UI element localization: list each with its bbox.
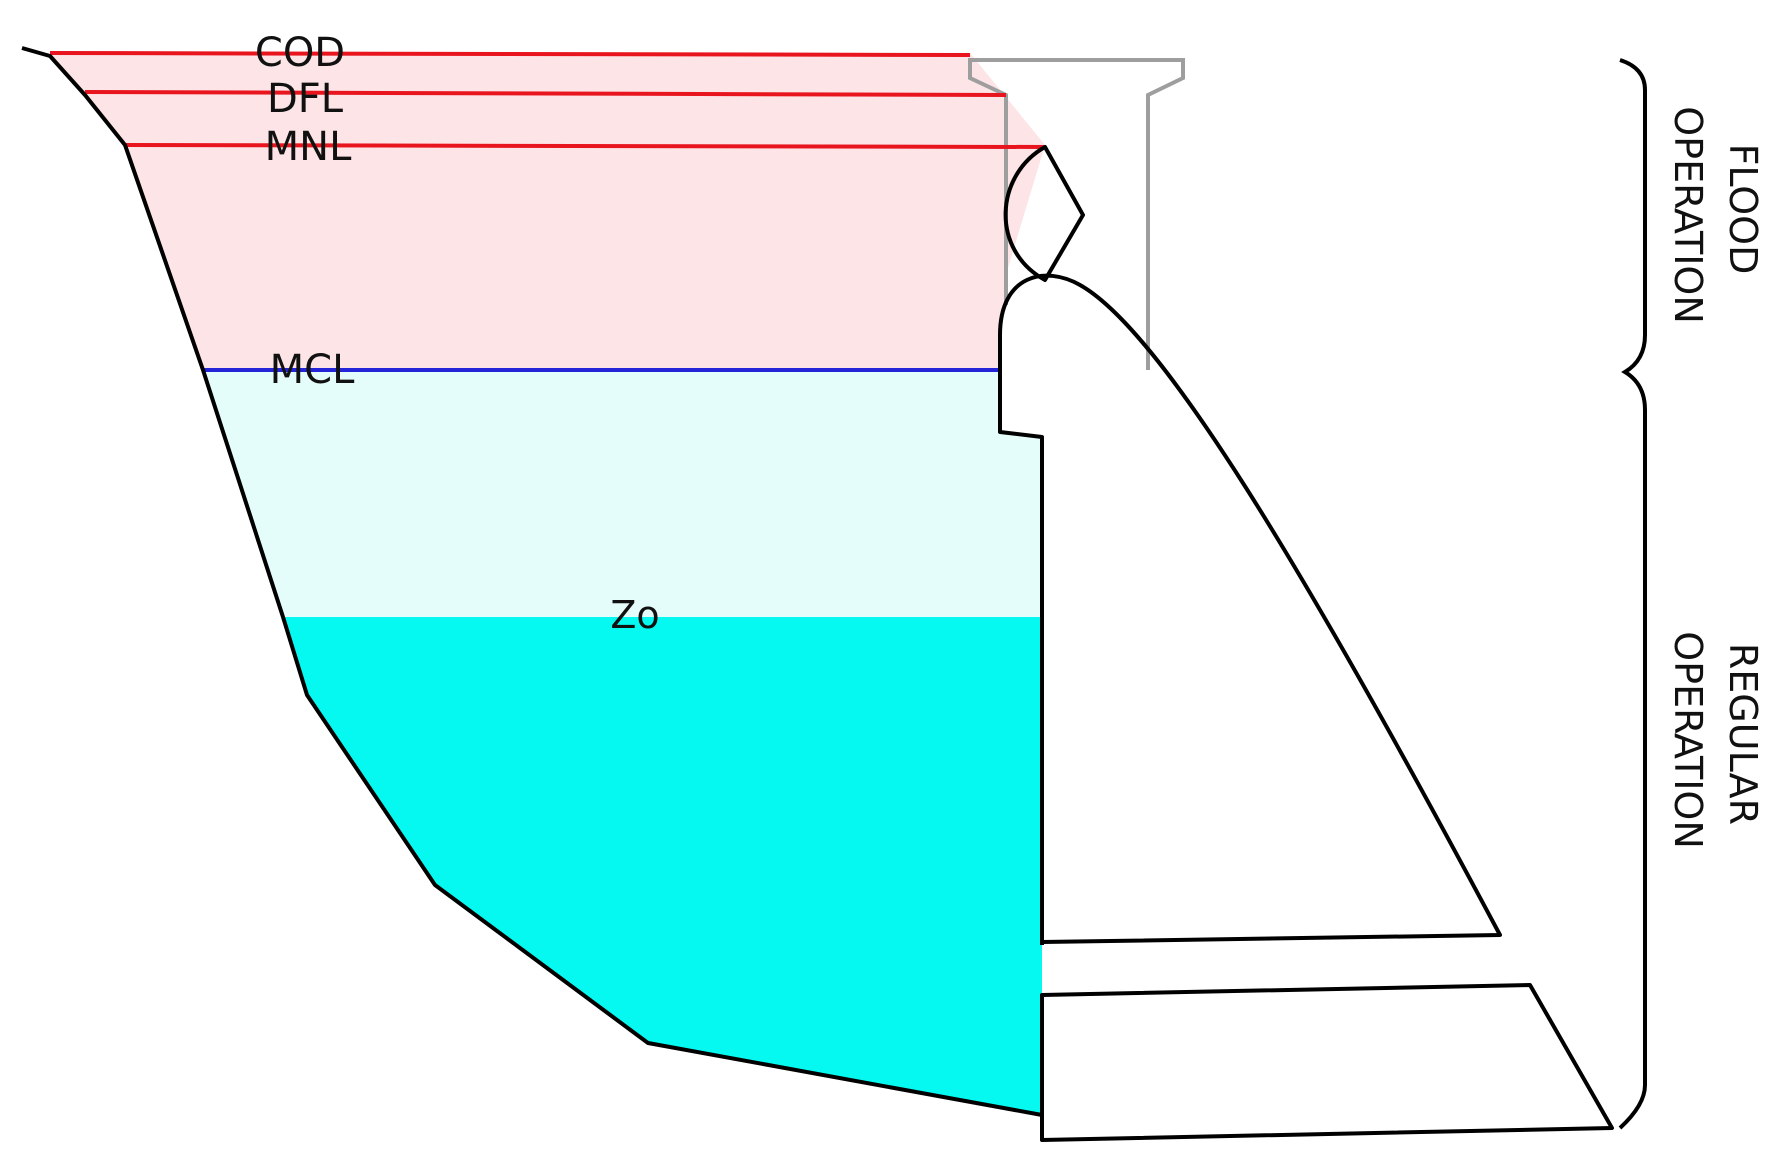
radial-gate <box>1003 145 1085 282</box>
flood-operation-line-2: OPERATION <box>1666 106 1710 324</box>
cod-label: COD <box>255 30 345 76</box>
dam-body-outline <box>998 273 1502 945</box>
mnl-level-line <box>124 143 1046 149</box>
regular-zone-fill <box>203 370 1042 617</box>
cod-level-line <box>49 51 971 57</box>
flood-zone-fill <box>50 53 1045 370</box>
regular-operation-label: REGULAR OPERATION <box>1666 631 1765 849</box>
mcl-label: MCL <box>270 347 355 393</box>
reservoir-bank-outline <box>21 46 1043 1117</box>
regular-operation-line-2: OPERATION <box>1666 631 1710 849</box>
regular-operation-brace <box>1618 410 1647 1130</box>
dead-storage-fill <box>283 617 1042 1115</box>
dfl-label: DFL <box>267 76 344 122</box>
flood-operation-line-1: FLOOD <box>1721 144 1765 275</box>
dam-base-outline <box>1040 983 1614 1142</box>
mnl-label: MNL <box>265 124 352 170</box>
zo-label: Zo <box>610 593 659 637</box>
dfl-level-line <box>84 90 1007 97</box>
flood-operation-brace <box>1619 58 1647 411</box>
spillway-gate-outline <box>968 58 1185 370</box>
flood-operation-label: FLOOD OPERATION <box>1666 106 1765 324</box>
regular-operation-line-1: REGULAR <box>1721 643 1765 825</box>
